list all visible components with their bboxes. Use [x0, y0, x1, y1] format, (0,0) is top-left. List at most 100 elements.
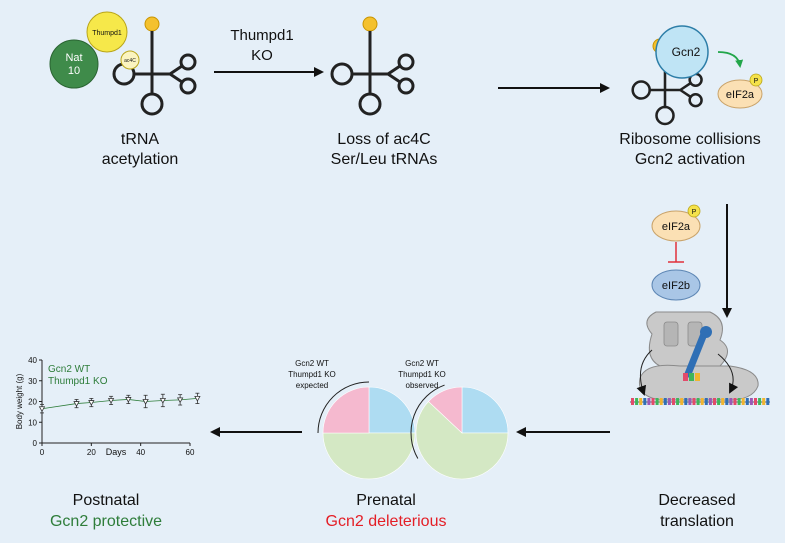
- decreased-translation-group: Decreased translation: [630, 311, 770, 530]
- mrna-base: [688, 398, 692, 405]
- x-tick-label: 40: [136, 448, 145, 457]
- data-point: [159, 398, 167, 404]
- arrow1-label-line1: Thumpd1: [230, 27, 293, 44]
- step3-title-line1: Ribosome collisions: [619, 131, 760, 148]
- eif2a-label-2: eIF2a: [662, 221, 691, 233]
- x-tick-label: 20: [87, 448, 96, 457]
- mrna-base: [725, 398, 729, 405]
- mrna-base: [639, 398, 643, 405]
- ac4c-bubble: [120, 50, 140, 70]
- eif2b-label: eIF2b: [662, 280, 690, 292]
- step1-title-line1: tRNA: [121, 131, 160, 148]
- arrow1-label-line2: KO: [251, 47, 273, 64]
- prenatal-group: Gcn2 WT Thumpd1 KO expected Gcn2 WT Thum…: [288, 359, 509, 530]
- mrna-base: [672, 398, 675, 405]
- pie-expected-label-3: expected: [296, 381, 328, 390]
- loss-ac4c-group: Loss of ac4C Ser/Leu tRNAs: [330, 16, 437, 168]
- aminoacid-dot: [700, 326, 712, 338]
- data-point: [142, 399, 149, 405]
- pie-bracket: [410, 384, 445, 459]
- pie-bracket: [317, 381, 370, 434]
- data-point: [73, 401, 80, 407]
- phospho-label-2: P: [692, 209, 697, 216]
- x-tick-label: 60: [186, 448, 195, 457]
- mrna-base: [749, 398, 753, 405]
- mrna-base: [704, 398, 708, 405]
- activation-arrow: [717, 51, 744, 68]
- mrna-base: [655, 398, 659, 405]
- phospho-label: P: [754, 78, 759, 85]
- y-tick-label: 10: [28, 418, 37, 427]
- pie-slice-2: [428, 386, 463, 434]
- mrna-base: [643, 398, 647, 405]
- mrna-base: [708, 398, 712, 405]
- mrna-base: [733, 398, 737, 405]
- step1-title-line2: acetylation: [102, 151, 179, 168]
- mrna-base: [680, 398, 684, 405]
- nat10-label-b: 10: [68, 65, 80, 77]
- phospho-dot-2: [687, 204, 701, 218]
- mrna-base: [651, 398, 655, 405]
- pie-expected-label-1: Gcn2 WT: [295, 359, 329, 368]
- mrna-strand: [630, 398, 770, 405]
- eif2-inhibition-group: eIF2a P eIF2b: [651, 204, 701, 301]
- pie-observed-label-2: Thumpd1 KO: [398, 370, 446, 379]
- pie-slice-1: [322, 432, 416, 480]
- pie-expected: [317, 381, 416, 480]
- step2-title-line1: Loss of ac4C: [337, 131, 430, 148]
- x-axis-label: Days: [106, 447, 127, 457]
- thumpd1-label: Thumpd1: [92, 30, 122, 37]
- y-tick-label: 20: [28, 398, 37, 407]
- mrna-base: [635, 398, 639, 405]
- y-axis-label: Body weight (g): [15, 373, 24, 429]
- mrna-base: [667, 398, 671, 405]
- data-point: [107, 398, 115, 404]
- mrna-base: [717, 398, 721, 405]
- pie-slice-0: [461, 386, 509, 434]
- mrna-base: [713, 398, 716, 405]
- pie-observed-label-3: observed: [406, 381, 439, 390]
- step3-title-line2: Gcn2 activation: [635, 151, 745, 168]
- step5-title-line1: Decreased: [658, 492, 735, 509]
- legend-entry: Gcn2 WT: [48, 364, 90, 375]
- eif2a-protein: [717, 79, 763, 109]
- pie-observed-label-1: Gcn2 WT: [405, 359, 439, 368]
- pie-slice-0: [368, 386, 416, 434]
- y-tick-label: 30: [28, 377, 37, 386]
- data-point: [194, 395, 201, 402]
- step7-title-line1: Postnatal: [73, 492, 140, 509]
- data-point: [88, 400, 95, 406]
- eif2b-protein: [651, 269, 701, 301]
- mrna-base: [754, 398, 757, 405]
- step7-title-line2: Gcn2 protective: [50, 513, 162, 530]
- trna-acetylation-group: Nat 10 Thumpd1 ac4C tRNA acetylation: [49, 11, 197, 168]
- mrna-base: [737, 398, 741, 405]
- phospho-dot: [749, 73, 763, 87]
- data-point: [38, 406, 46, 413]
- eif2a-protein-2: [651, 210, 701, 242]
- trend-line: [41, 397, 198, 410]
- mrna-base: [647, 398, 651, 405]
- mrna-base: [692, 398, 696, 405]
- ribosome-large: [646, 311, 728, 367]
- trna-in-ribosome: [684, 330, 708, 378]
- mrna-base: [684, 398, 688, 405]
- mrna-base: [762, 398, 766, 405]
- step6-title-line1: Prenatal: [356, 492, 416, 509]
- mrna-base: [696, 398, 700, 405]
- acetyl-dot-2: [362, 16, 378, 32]
- ac4c-label: ac4C: [124, 58, 136, 64]
- mrna-base: [700, 398, 704, 405]
- pie-slice-2: [322, 386, 370, 434]
- y-tick-label: 0: [33, 439, 38, 448]
- mrna-base: [676, 398, 680, 405]
- mrna-base: [631, 398, 634, 405]
- mrna-base: [741, 398, 745, 405]
- gcn2-label: Gcn2: [672, 45, 701, 59]
- mrna-base: [758, 398, 762, 405]
- gcn2-protein: [655, 25, 709, 79]
- legend-entry: Thumpd1 KO: [48, 376, 108, 387]
